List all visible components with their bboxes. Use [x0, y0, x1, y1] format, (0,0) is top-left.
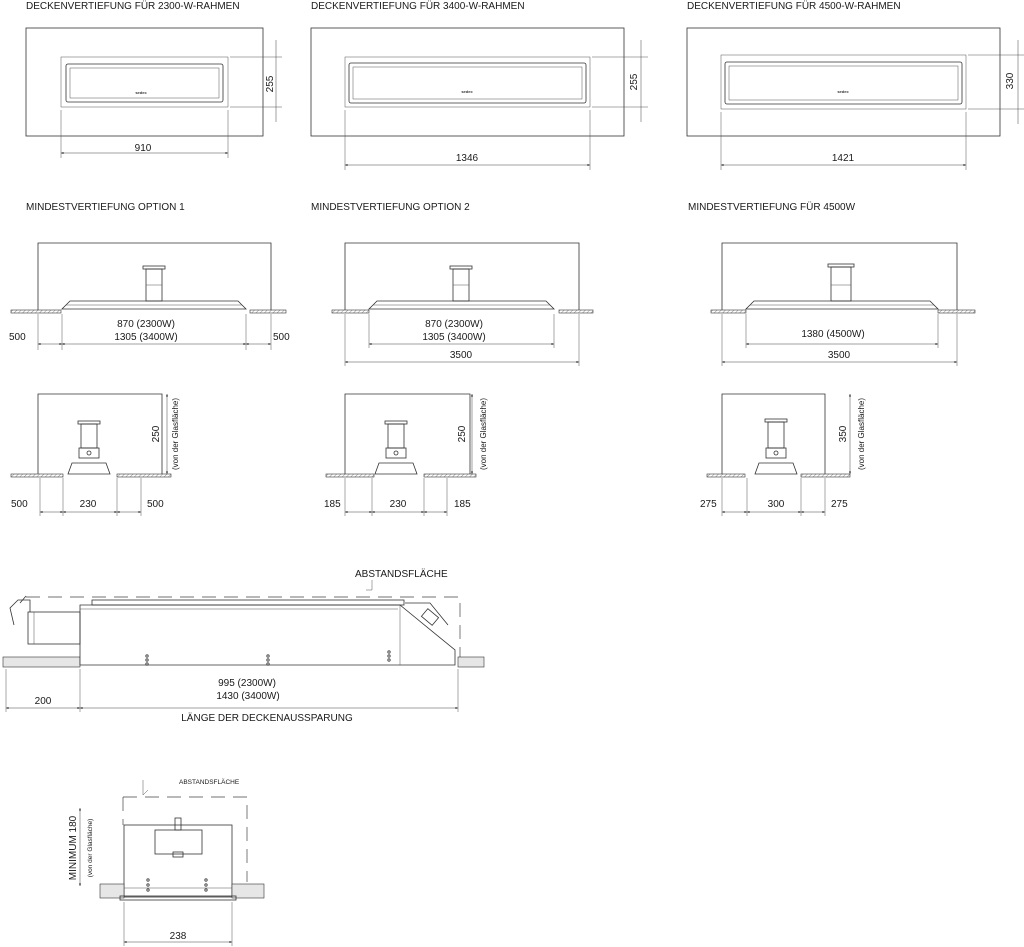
option1-line1: 870 (2300W) — [117, 319, 175, 330]
section1-note: (von der Glasfläche) — [171, 398, 180, 470]
section2-right: 185 — [454, 499, 471, 510]
section-detail-3: 275 300 275 350 (von der Glasfläche) — [700, 393, 866, 516]
side-left: 200 — [35, 696, 52, 707]
option1-title: MINDESTVERTIEFUNG OPTION 1 — [26, 202, 185, 213]
recess-title-2300w: DECKENVERTIEFUNG FÜR 2300-W-RAHMEN — [26, 0, 240, 12]
end-min: MINIMUM 180 — [68, 815, 79, 880]
recess-frame-4500w: DECKENVERTIEFUNG FÜR 4500-W-RAHMEN sedec… — [686, 0, 1024, 170]
min-recess-4500w: MINDESTVERTIEFUNG FÜR 4500W 1380 (4500W)… — [688, 201, 976, 366]
section1-right: 500 — [147, 499, 164, 510]
section3-right: 275 — [831, 499, 848, 510]
recess-frame-2300w: DECKENVERTIEFUNG FÜR 2300-W-RAHMEN sedec… — [25, 0, 282, 158]
height-label-4500w: 330 — [1005, 72, 1016, 89]
section2-left: 185 — [324, 499, 341, 510]
min-recess-option-2: MINDESTVERTIEFUNG OPTION 2 870 (2300W) 1… — [311, 202, 594, 366]
frame-brand-4500w: sedec — [837, 89, 849, 94]
recess-frame-3400w: DECKENVERTIEFUNG FÜR 3400-W-RAHMEN sedec… — [310, 0, 648, 170]
side-caption: LÄNGE DER DECKENAUSSPARUNG — [181, 712, 353, 724]
height-label-3400w: 255 — [629, 73, 640, 90]
recess-title-4500w: DECKENVERTIEFUNG FÜR 4500-W-RAHMEN — [687, 0, 901, 12]
side-line2: 1430 (3400W) — [216, 691, 279, 702]
recess-title-3400w: DECKENVERTIEFUNG FÜR 3400-W-RAHMEN — [311, 0, 525, 12]
end-note: (von der Glasfläche) — [87, 819, 94, 878]
option3-total: 3500 — [828, 350, 851, 361]
frame-brand-2300w: sedec — [135, 90, 147, 95]
side-view-heater: ABSTANDSFLÄCHE 200 995 (2300W) 1430 (340… — [2, 568, 485, 724]
section2-mid: 230 — [390, 499, 407, 510]
option2-line2: 1305 (3400W) — [422, 332, 485, 343]
section3-height: 350 — [838, 425, 849, 442]
side-clearance-label: ABSTANDSFLÄCHE — [355, 568, 448, 580]
side-line1: 995 (2300W) — [218, 678, 276, 689]
frame-brand-3400w: sedec — [461, 89, 473, 94]
section-detail-1: 500 230 500 250 (von der Glasfläche) — [10, 393, 180, 516]
section3-mid: 300 — [768, 499, 785, 510]
section3-note: (von der Glasfläche) — [857, 398, 866, 470]
section2-note: (von der Glasfläche) — [479, 398, 488, 470]
end-clearance-label: ABSTANDSFLÄCHE — [179, 778, 240, 786]
section1-mid: 230 — [80, 499, 97, 510]
section-detail-2: 185 230 185 250 (von der Glasfläche) — [324, 393, 488, 516]
section3-left: 275 — [700, 499, 717, 510]
width-label-3400w: 1346 — [456, 153, 479, 164]
end-view-heater: ABSTANDSFLÄCHE 238 MINIMUM 180 (von der … — [68, 778, 265, 946]
option2-title: MINDESTVERTIEFUNG OPTION 2 — [311, 202, 470, 213]
section1-left: 500 — [11, 499, 28, 510]
option3-title: MINDESTVERTIEFUNG FÜR 4500W — [688, 201, 856, 213]
width-label-2300w: 910 — [135, 143, 152, 154]
option3-line1: 1380 (4500W) — [801, 329, 864, 340]
height-label-2300w: 255 — [265, 75, 276, 92]
option1-line2: 1305 (3400W) — [114, 332, 177, 343]
option2-total: 3500 — [450, 350, 473, 361]
option2-line1: 870 (2300W) — [425, 319, 483, 330]
min-recess-option-1: MINDESTVERTIEFUNG OPTION 1 870 (2300W) 1… — [9, 202, 290, 350]
option1-left: 500 — [9, 332, 26, 343]
option1-right: 500 — [273, 332, 290, 343]
width-label-4500w: 1421 — [832, 153, 855, 164]
section2-height: 250 — [457, 425, 468, 442]
section1-height: 250 — [151, 425, 162, 442]
end-width: 238 — [170, 931, 187, 942]
